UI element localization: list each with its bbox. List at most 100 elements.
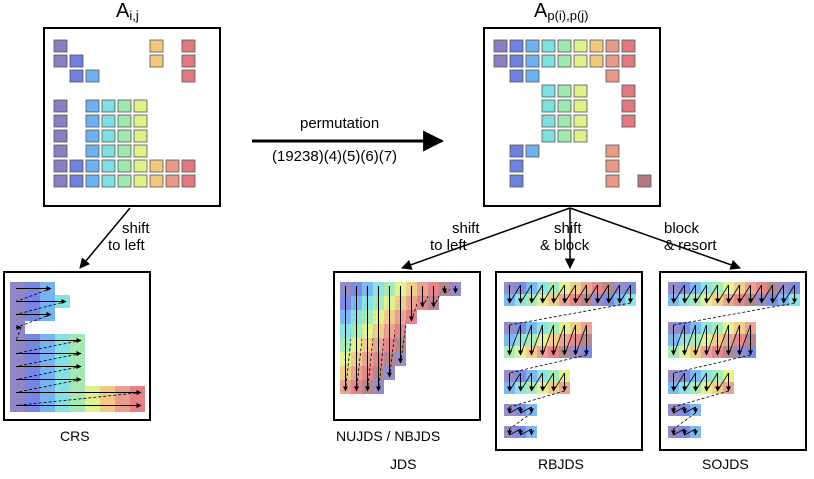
matrix-cell (509, 159, 524, 173)
matrix-cell (557, 84, 572, 98)
matrix-cell (69, 54, 84, 68)
matrix-cell (133, 99, 148, 113)
block-link (509, 412, 532, 430)
matrix-cell (53, 54, 68, 68)
jds-link (433, 285, 445, 308)
block-zigzag (695, 284, 707, 304)
matrix-cell (53, 114, 68, 128)
block-zigzag (564, 284, 576, 304)
matrix-cell (621, 39, 636, 53)
matrix-cell (133, 129, 148, 143)
matrix-cell (101, 159, 116, 173)
block-zigzag (542, 284, 554, 304)
matrix-cell (53, 39, 68, 53)
matrix-permuted-title: Ap(i),p(j) (534, 0, 589, 23)
block-zigzag (553, 284, 565, 304)
matrix-cell (509, 69, 524, 83)
matrix-a-title-sub: i,j (129, 8, 139, 23)
matrix-cell (621, 114, 636, 128)
matrix-cell (101, 129, 116, 143)
matrix-cell (605, 54, 620, 68)
matrix-cell (117, 174, 132, 188)
permutation-cycles-label: (19238)(4)(5)(6)(7) (272, 148, 398, 165)
block-zigzag (695, 372, 707, 392)
matrix-cell (541, 129, 556, 143)
sojds-branch-label-line1: block (664, 220, 700, 237)
matrix-cell (133, 144, 148, 158)
block-zigzag (531, 284, 543, 304)
matrix-cell (181, 54, 196, 68)
block-link (673, 302, 795, 326)
block-zigzag (684, 324, 696, 356)
matrix-permuted-title-sub: p(i),p(j) (547, 8, 589, 23)
block-zigzag (717, 284, 729, 304)
block-zigzag (706, 284, 718, 304)
matrix-cell (573, 54, 588, 68)
block-zigzag (728, 324, 740, 356)
block-zigzag (673, 406, 685, 414)
block-zigzag (673, 428, 685, 436)
block-link (673, 354, 751, 374)
rbjds-storage (504, 282, 636, 438)
block-zigzag (695, 324, 707, 356)
matrix-cell (133, 174, 148, 188)
block-zigzag (542, 372, 554, 392)
matrix-cell (509, 39, 524, 53)
rbjds-frame (495, 271, 643, 451)
matrix-cell (117, 99, 132, 113)
crs-link (15, 301, 67, 315)
block-zigzag (706, 324, 718, 356)
block-zigzag (553, 324, 565, 356)
jds-link (400, 285, 412, 364)
crs-link (15, 314, 52, 328)
matrix-cell (557, 129, 572, 143)
crs-caption: CRS (60, 428, 90, 444)
block-zigzag (509, 324, 521, 356)
matrix-cell (637, 174, 652, 188)
matrix-a-title-base: A (116, 0, 130, 22)
matrix-cell (181, 39, 196, 53)
block-link (673, 390, 729, 408)
block-zigzag (673, 324, 685, 356)
sojds-branch-label-line2: & resort (664, 237, 717, 254)
block-zigzag (761, 284, 773, 304)
matrix-cell (165, 159, 180, 173)
block-zigzag (684, 406, 696, 414)
block-zigzag (706, 372, 718, 392)
nujds-frame (333, 271, 481, 421)
matrix-cell (149, 159, 164, 173)
jds-branch-label-line1: shift (452, 220, 480, 237)
matrix-cell (181, 174, 196, 188)
block-zigzag (684, 372, 696, 392)
crs-branch-arrow (79, 207, 131, 269)
crs-link (15, 353, 82, 367)
matrix-cell (605, 159, 620, 173)
block-zigzag (509, 406, 521, 414)
matrix-cell (85, 114, 100, 128)
crs-link (15, 379, 82, 393)
matrix-permuted-frame (483, 27, 661, 207)
block-zigzag (619, 284, 631, 304)
block-link (509, 354, 587, 374)
block-link (509, 302, 631, 326)
matrix-cell (117, 129, 132, 143)
matrix-cell (85, 159, 100, 173)
matrix-cell (69, 174, 84, 188)
crs-storage (10, 282, 145, 412)
matrix-cell (53, 99, 68, 113)
matrix-cell (117, 159, 132, 173)
matrix-cell (85, 69, 100, 83)
matrix-cell (181, 69, 196, 83)
block-zigzag (728, 284, 740, 304)
matrix-cell (101, 144, 116, 158)
matrix-cell (181, 159, 196, 173)
block-zigzag (542, 324, 554, 356)
block-zigzag (531, 372, 543, 392)
matrix-cell (149, 39, 164, 53)
sojds-caption: SOJDS (702, 456, 749, 472)
matrix-cell (573, 99, 588, 113)
block-zigzag (553, 372, 565, 392)
block-zigzag (597, 284, 609, 304)
